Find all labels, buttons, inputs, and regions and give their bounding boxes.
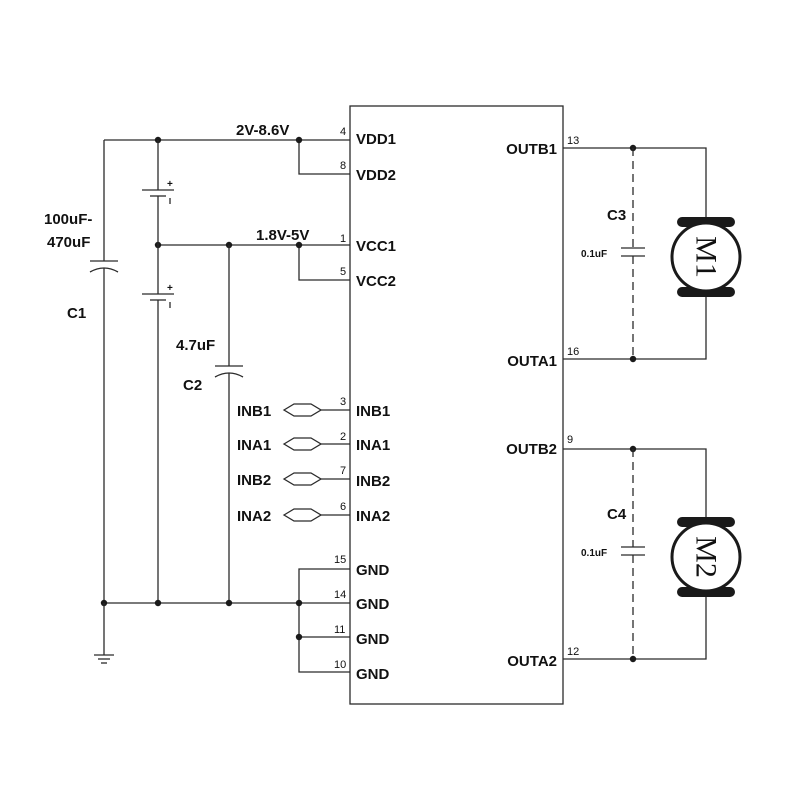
c1-name: C1	[67, 305, 86, 322]
pin-num-3: 3	[340, 396, 346, 408]
driver-ic-body	[349, 105, 564, 705]
ground-net	[100, 568, 350, 673]
pin-label-inb1: INB1	[356, 403, 390, 420]
capacitor-c3	[621, 148, 645, 359]
pin-num-4: 4	[340, 126, 346, 138]
motor1-wiring	[563, 144, 707, 363]
pin-label-outb1: OUTB1	[506, 141, 557, 158]
pin-label-gnd-14: GND	[356, 596, 390, 613]
left-pin-labels: VDD1 VDD2 VCC1 VCC2 INB1 INA1 INB2 INA2 …	[356, 131, 396, 683]
pin-label-vcc2: VCC2	[356, 273, 396, 290]
vdd-net	[104, 136, 350, 175]
c1-value-line2: 470uF	[47, 234, 90, 251]
motor-m1	[670, 217, 742, 297]
capacitor-c4	[621, 449, 645, 659]
c3-value: 0.1uF	[581, 249, 607, 260]
pin-num-5: 5	[340, 266, 346, 278]
pin-label-gnd-10: GND	[356, 666, 390, 683]
pin-label-inb2: INB2	[356, 473, 390, 490]
capacitor-c1	[89, 140, 119, 603]
pin-num-13: 13	[567, 135, 579, 147]
pin-num-6: 6	[340, 501, 346, 513]
pin-label-vcc1: VCC1	[356, 238, 396, 255]
pin-num-1: 1	[340, 233, 346, 245]
pin-label-ina1: INA1	[356, 437, 390, 454]
pin-num-10: 10	[334, 659, 346, 671]
motor-m1-label: M1	[690, 236, 723, 278]
c1-value-line1: 100uF-	[44, 211, 92, 228]
battery-stack	[142, 140, 174, 603]
pin-num-14: 14	[334, 589, 346, 601]
input-label-ina1: INA1	[237, 437, 271, 454]
right-pin-labels: OUTB1 OUTA1 OUTB2 OUTA2 13 16 9 12	[506, 135, 579, 670]
pin-num-11: 11	[334, 624, 345, 636]
input-ina1	[282, 437, 350, 451]
c2-name: C2	[183, 377, 202, 394]
input-label-ina2: INA2	[237, 508, 271, 525]
pin-num-15: 15	[334, 554, 346, 566]
c4-value: 0.1uF	[581, 548, 607, 559]
c4-name: C4	[607, 506, 627, 523]
c2-value: 4.7uF	[176, 337, 215, 354]
pin-label-gnd-11: GND	[356, 631, 390, 648]
battery-2-plus: +	[167, 283, 173, 294]
pin-label-ina2: INA2	[356, 508, 390, 525]
vdd-range-label: 2V-8.6V	[236, 122, 289, 139]
pin-label-gnd-15: GND	[356, 562, 390, 579]
pin-num-16: 16	[567, 346, 579, 358]
pin-num-12: 12	[567, 646, 579, 658]
input-ina2	[282, 508, 350, 522]
input-label-inb1: INB1	[237, 403, 271, 420]
pin-num-2: 2	[340, 431, 346, 443]
pin-label-outb2: OUTB2	[506, 441, 557, 458]
pin-num-8: 8	[340, 160, 346, 172]
pin-num-7: 7	[340, 465, 346, 477]
battery-1-plus: +	[167, 179, 173, 190]
input-inb1	[282, 403, 350, 417]
motor2-wiring	[563, 445, 707, 663]
pin-label-vdd2: VDD2	[356, 167, 396, 184]
pin-num-9: 9	[567, 434, 573, 446]
input-label-inb2: INB2	[237, 472, 271, 489]
vcc-range-label: 1.8V-5V	[256, 227, 309, 244]
capacitor-c2	[214, 245, 244, 603]
ground-symbol	[94, 603, 114, 664]
input-inb2	[282, 472, 350, 486]
c3-name: C3	[607, 207, 626, 224]
pin-label-vdd1: VDD1	[356, 131, 396, 148]
motor-m2-label: M2	[690, 536, 723, 578]
pin-label-outa1: OUTA1	[507, 353, 557, 370]
vcc-net	[154, 241, 350, 281]
motor-m2	[670, 517, 742, 597]
left-pin-numbers: 4 8 1 5 3 2 7 6 15 14 11 10	[334, 126, 346, 671]
pin-label-outa2: OUTA2	[507, 653, 557, 670]
